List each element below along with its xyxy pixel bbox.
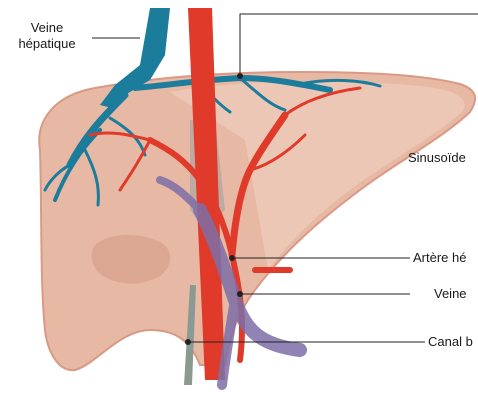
label-portal-vein: Veine [434,286,467,302]
label-hepatic-artery: Artère hé [413,250,466,266]
dot-portal [237,291,243,297]
label-hepatic-vein: Veine hépatique [6,20,88,52]
label-sinusoids: Sinusoïde [408,150,466,166]
dot-artery [229,255,235,261]
pointer-sinusoids [240,14,478,76]
label-hepatic-vein-line1: Veine [6,20,88,36]
dot-bile [185,339,191,345]
label-bile-duct: Canal b [428,334,473,350]
label-hepatic-vein-line2: hépatique [6,36,88,52]
dot-sinusoids [237,73,243,79]
